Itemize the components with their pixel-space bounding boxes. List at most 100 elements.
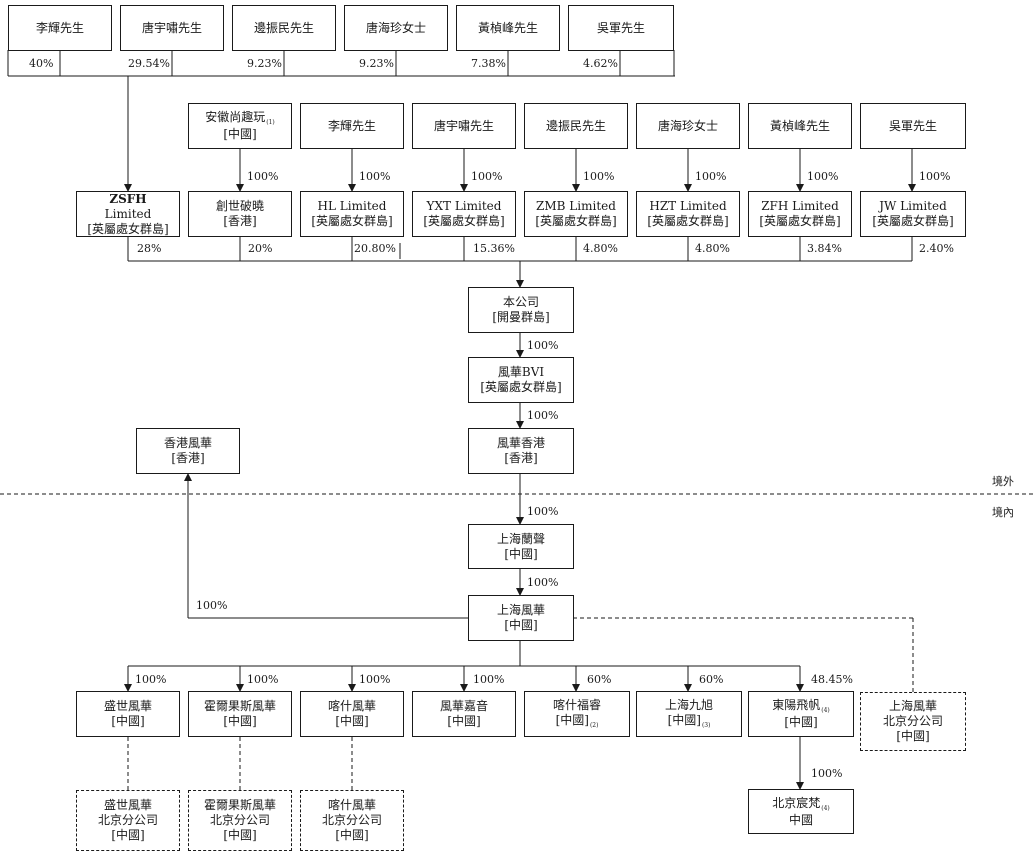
ownership-percentage: 100% xyxy=(695,170,727,183)
ownership-percentage: 29.54% xyxy=(128,57,170,70)
subsidiary-jurisdiction: [中國] xyxy=(335,714,369,728)
holdco-jurisdiction: [英屬處女群島] xyxy=(759,214,841,228)
owner-name: 安徽尚趣玩 xyxy=(205,110,266,124)
lanxuan-box: 上海蘭聲 [中國] xyxy=(468,524,574,569)
footnote-marker: (2) xyxy=(589,722,599,729)
lanxuan-jurisdiction: [中國] xyxy=(504,546,538,561)
subsidiary-box: 風華嘉音 [中國] xyxy=(412,691,516,737)
shareholder-name: 吳軍先生 xyxy=(596,20,645,35)
branch-jurisdiction: [中國] xyxy=(335,828,369,842)
ownership-percentage: 100% xyxy=(247,170,279,183)
ownership-percentage: 9.23% xyxy=(247,57,282,70)
branch-name-line2: 北京分公司 xyxy=(209,813,270,827)
owner-box: 吳軍先生 xyxy=(860,103,966,149)
holdco-box: HL Limited [英屬處女群島] xyxy=(300,191,404,237)
hk-fenghua-jurisdiction: [香港] xyxy=(171,451,205,465)
ownership-percentage: 100% xyxy=(919,170,951,183)
holdco-name: ZSFH xyxy=(109,191,147,206)
holdco-box: ZFH Limited [英屬處女群島] xyxy=(748,191,852,237)
ownership-percentage: 100% xyxy=(359,170,391,183)
ownership-percentage: 28% xyxy=(137,242,162,255)
holdco-name: HZT Limited xyxy=(649,199,727,213)
ownership-percentage: 100% xyxy=(527,339,559,352)
subsidiary-box: 盛世風華 [中國] xyxy=(76,691,180,737)
subsidiary-box: 上海九旭 [中國](3) xyxy=(636,691,742,737)
subsidiary-jurisdiction: [中國] xyxy=(447,714,481,728)
ownership-percentage: 4.80% xyxy=(583,242,618,255)
beijing-subsidiary-box: 北京宸梵(4) 中國 xyxy=(748,789,854,834)
shanghai-fenghua-name: 上海風華 xyxy=(496,603,545,617)
company-name: 本公司 xyxy=(502,295,539,309)
owner-jurisdiction: [中國] xyxy=(223,127,257,141)
shareholder-name: 唐宇嘯先生 xyxy=(141,20,202,35)
branch-jurisdiction: [中國] xyxy=(223,828,257,842)
hk-fenghua-box: 香港風華 [香港] xyxy=(136,428,240,474)
holdco-jurisdiction: [英屬處女群島] xyxy=(423,214,505,228)
ownership-percentage: 100% xyxy=(583,170,615,183)
ownership-percentage: 100% xyxy=(196,599,228,612)
ownership-percentage: 60% xyxy=(699,673,724,686)
ownership-percentage: 3.84% xyxy=(807,242,842,255)
bvi-name: 風華BVI xyxy=(497,365,545,379)
top-shareholder-box: 吳軍先生 xyxy=(568,5,674,51)
shareholder-name: 李輝先生 xyxy=(35,20,84,35)
holdco-name: 創世破曉 xyxy=(215,199,264,213)
branch-name: 霍爾果斯風華 xyxy=(203,798,276,812)
owner-box: 唐海珍女士 xyxy=(636,103,740,149)
ownership-percentage: 4.80% xyxy=(695,242,730,255)
subsidiary-jurisdiction: [中國] xyxy=(223,714,257,728)
owner-name: 邊振民先生 xyxy=(545,118,606,133)
beijing-subsidiary-name: 北京宸梵 xyxy=(772,795,821,810)
bvi-jurisdiction: [英屬處女群島] xyxy=(480,380,562,394)
branch-name-line2: 北京分公司 xyxy=(882,714,943,728)
subsidiary-box: 喀什風華 [中國] xyxy=(300,691,404,737)
owner-name: 黃楨峰先生 xyxy=(769,118,830,133)
branch-name: 盛世風華 xyxy=(103,798,152,812)
holdco-jurisdiction: [英屬處女群島] xyxy=(872,214,954,228)
branch-name: 上海風華 xyxy=(888,699,937,713)
holdco-box: HZT Limited [英屬處女群島] xyxy=(636,191,740,237)
subsidiary-box: 喀什福睿 [中國](2) xyxy=(524,691,630,737)
branch-office-box: 喀什風華 北京分公司 [中國] xyxy=(300,790,404,851)
company-jurisdiction: [開曼群島] xyxy=(492,310,550,324)
owner-box: 李輝先生 xyxy=(300,103,404,149)
company-box: 本公司 [開曼群島] xyxy=(468,287,574,333)
ownership-percentage: 100% xyxy=(473,673,505,686)
ownership-percentage: 100% xyxy=(807,170,839,183)
branch-office-box: 盛世風華 北京分公司 [中國] xyxy=(76,790,180,851)
top-shareholder-box: 李輝先生 xyxy=(8,5,112,51)
holdco-jurisdiction: [香港] xyxy=(223,214,257,228)
ownership-percentage: 20.80% xyxy=(354,242,396,255)
subsidiary-name: 盛世風華 xyxy=(103,699,152,713)
hk-subsidiary-name: 風華香港 xyxy=(496,436,545,450)
holdco-name: HL Limited xyxy=(317,199,387,213)
ownership-percentage: 4.62% xyxy=(583,57,618,70)
subsidiary-box: 東陽飛帆(4) [中國] xyxy=(748,691,854,737)
holdco-box: 創世破曉 [香港] xyxy=(188,191,292,237)
ownership-percentage: 100% xyxy=(527,505,559,518)
ownership-percentage: 7.38% xyxy=(471,57,506,70)
hk-subsidiary-box: 風華香港 [香港] xyxy=(468,428,574,474)
holdco-name: YXT Limited xyxy=(426,199,502,213)
offshore-label: 境外 xyxy=(992,475,1014,488)
ownership-percentage: 100% xyxy=(527,409,559,422)
ownership-percentage: 9.23% xyxy=(359,57,394,70)
subsidiary-jurisdiction: [中國] xyxy=(111,714,145,728)
subsidiary-name: 風華嘉音 xyxy=(439,699,488,713)
branch-office-box: 霍爾果斯風華 北京分公司 [中國] xyxy=(188,790,292,851)
subsidiary-jurisdiction: [中國] xyxy=(555,713,589,727)
ownership-percentage: 100% xyxy=(811,767,843,780)
owner-name: 唐海珍女士 xyxy=(657,118,718,133)
ownership-percentage: 60% xyxy=(587,673,612,686)
branch-jurisdiction: [中國] xyxy=(111,828,145,842)
ownership-percentage: 20% xyxy=(248,242,273,255)
ownership-percentage: 100% xyxy=(471,170,503,183)
owner-name: 唐宇嘯先生 xyxy=(433,118,494,133)
branch-name: 喀什風華 xyxy=(327,798,376,812)
holdco-box: ZMB Limited [英屬處女群島] xyxy=(524,191,628,237)
holdco-name: JW Limited xyxy=(879,199,947,213)
owner-box: 邊振民先生 xyxy=(524,103,628,149)
subsidiary-name: 喀什風華 xyxy=(327,699,376,713)
subsidiary-name: 上海九旭 xyxy=(664,698,713,712)
